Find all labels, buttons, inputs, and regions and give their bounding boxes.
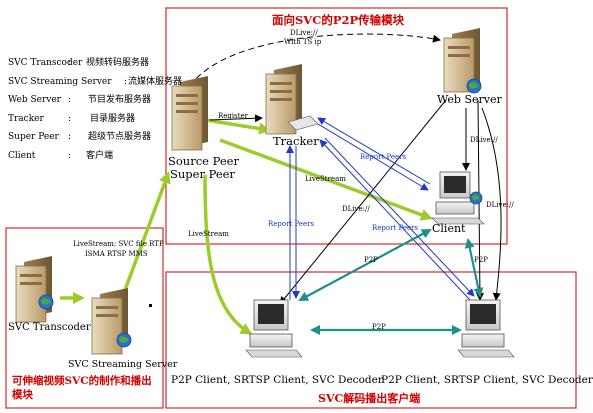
dlive-ts-dashed bbox=[189, 33, 441, 87]
legend-term: SVC Transcoder bbox=[8, 58, 83, 68]
legend-separator: : bbox=[68, 95, 72, 105]
legend-description: 目录服务器 bbox=[90, 113, 136, 124]
web-server-label: Web Server bbox=[437, 93, 502, 106]
livestream-arrow-to-decoder-left bbox=[203, 174, 253, 335]
legend-separator: : bbox=[68, 132, 72, 142]
report-peers-client-tracker bbox=[317, 117, 431, 185]
decoder-client-left-label: P2P Client, SRTSP Client, SVC Decoder bbox=[171, 374, 383, 386]
livestream-arrow-to-tracker bbox=[205, 118, 271, 135]
report-peers-left-label: Report Peers bbox=[268, 220, 315, 228]
legend-separator: : bbox=[68, 113, 72, 124]
source-peer-server bbox=[171, 76, 208, 151]
report-peers-arrows bbox=[286, 117, 475, 301]
legend-separator: : bbox=[68, 58, 72, 68]
p2p-arrows bbox=[298, 229, 484, 335]
report-peers-top-label: Report Peers bbox=[360, 153, 407, 161]
legend-description: 客户端 bbox=[86, 150, 114, 161]
with-ts-ip-label: With TS ip bbox=[284, 38, 322, 46]
legend-term: SVC Streaming Server bbox=[8, 76, 112, 87]
dlive-mid-label: DLive:// bbox=[342, 205, 370, 213]
client-pc bbox=[431, 171, 485, 225]
decoder-client-left-pc bbox=[245, 299, 303, 358]
livestream-formats-line2: ISMA RTSP MMS bbox=[85, 250, 148, 258]
decoder-client-right-label: P2P Client, SRTSP Client, SVC Decoder bbox=[381, 374, 593, 386]
report-peers-tracker-decoder-right bbox=[324, 137, 475, 297]
client-module-title: SVC解码播出客户端 bbox=[318, 392, 421, 405]
svc-streaming-server-label: SVC Streaming Server bbox=[68, 359, 178, 370]
report-peers-right-label: Report Peers bbox=[372, 224, 419, 232]
tracker-label: Tracker bbox=[273, 134, 319, 148]
production-module-panel bbox=[5, 227, 164, 409]
super-peer-label: Super Peer bbox=[170, 167, 235, 181]
p2p-bottom-label: P2P bbox=[372, 323, 386, 331]
report-peers-decoder-right bbox=[319, 139, 471, 301]
dlive-right2-label: DLive:// bbox=[486, 201, 514, 209]
livestream-left-label: LiveStream bbox=[188, 230, 229, 238]
register-label: Register bbox=[218, 112, 249, 120]
legend-description: 节目发布服务器 bbox=[88, 95, 152, 105]
web-server bbox=[443, 28, 482, 94]
svc-transcoder-server bbox=[15, 256, 54, 323]
dlive-web-to-decoder-right bbox=[481, 107, 502, 301]
legend-description: 视频转码服务器 bbox=[86, 58, 150, 68]
production-module-title: 可伸缩视频SVC的制作和播出模块 bbox=[12, 375, 152, 401]
p2p-right-label: P2P bbox=[474, 256, 488, 264]
livestream-arrow-to-client bbox=[219, 138, 433, 221]
livestream-arrow-to-source-peer bbox=[123, 171, 171, 291]
p2p-left-label: P2P bbox=[364, 256, 378, 264]
legend-term: Tracker bbox=[8, 113, 44, 124]
svc-streaming-server bbox=[91, 288, 132, 355]
report-peers-tracker-client bbox=[317, 123, 429, 191]
livestream-formats-line1: LiveStream: SVC file RTP bbox=[73, 240, 164, 248]
source-peer-label: Source Peer bbox=[168, 154, 239, 168]
p2p-client-to-decoder-right bbox=[464, 238, 484, 298]
dlive-web-to-decoder-left bbox=[279, 99, 447, 305]
dlive-right1-label: DLive:// bbox=[470, 136, 498, 144]
bullet-dot bbox=[149, 304, 152, 307]
client-label: Client bbox=[432, 222, 466, 235]
legend-term: Super Peer bbox=[8, 132, 59, 142]
p2p-module-title: 面向SVC的P2P传输模块 bbox=[272, 13, 405, 27]
decoder-client-right-pc bbox=[457, 299, 515, 358]
legend-description: 流媒体服务器 bbox=[128, 76, 183, 87]
tracker-server bbox=[265, 64, 319, 135]
livestream-arrows bbox=[60, 118, 433, 335]
p2p-client-to-decoder-left bbox=[298, 229, 432, 301]
register-arrow bbox=[209, 114, 263, 123]
legend-description: 超级节点服务器 bbox=[88, 132, 152, 142]
svc-transcoder-label: SVC Transcoder bbox=[8, 322, 91, 333]
legend-separator: : bbox=[68, 150, 72, 161]
legend-separator: : bbox=[124, 76, 128, 87]
legend-term: Client bbox=[8, 150, 36, 161]
livestream-mid-label: LiveStream bbox=[305, 175, 346, 183]
client-module-panel bbox=[165, 271, 577, 409]
dlive-ts-label: DLive:// bbox=[290, 29, 318, 37]
legend-term: Web Server bbox=[8, 95, 61, 105]
